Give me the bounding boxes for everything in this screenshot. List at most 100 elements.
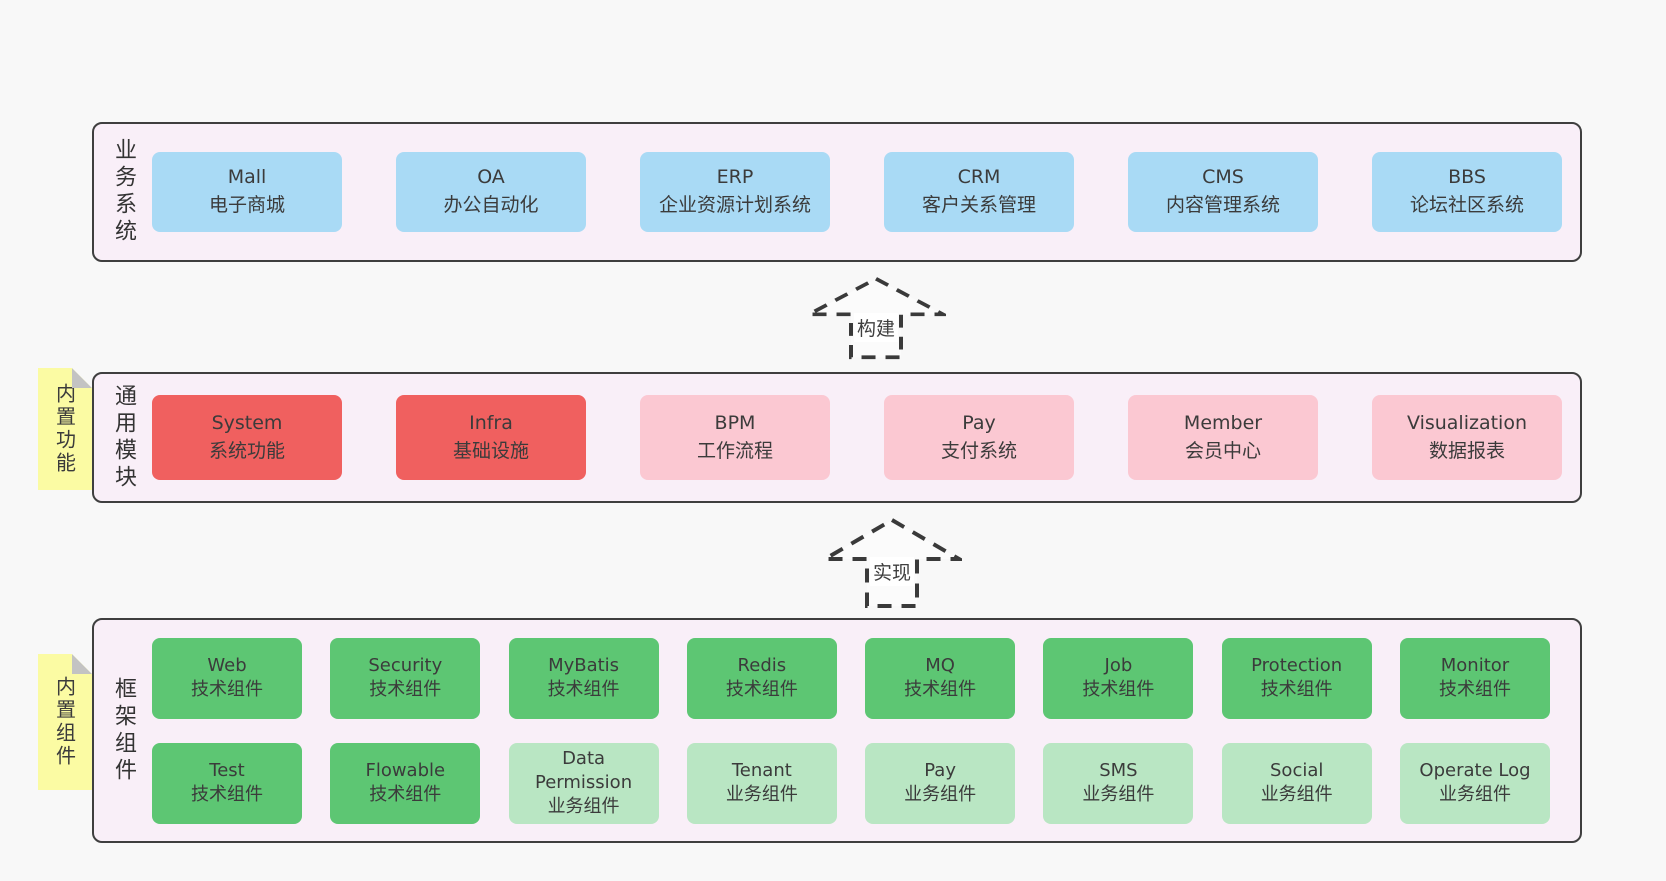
- component-box-pay: Pay 业务组件: [865, 742, 1016, 824]
- sticky-note-built-in-components: 内置组件: [38, 654, 92, 790]
- component-box-redis: Redis 技术组件: [686, 637, 837, 719]
- component-box-monitor: Monitor 技术组件: [1399, 637, 1550, 719]
- box-subtitle: 会员中心: [1184, 439, 1261, 462]
- system-box-oa: OA 办公自动化: [396, 152, 586, 232]
- component-box-data-permission: Data Permission 业务组件: [508, 742, 659, 824]
- box-subtitle: 业务组件: [1082, 784, 1155, 805]
- box-subtitle: 业务组件: [725, 784, 798, 805]
- box-subtitle: 系统功能: [208, 439, 285, 462]
- box-subtitle: 技术组件: [904, 679, 977, 700]
- box-subtitle: 办公自动化: [443, 194, 539, 216]
- box-title: Operate Log: [1419, 759, 1531, 781]
- box-title: ERP: [716, 166, 754, 189]
- section-label: 框架组件: [111, 676, 136, 785]
- sticky-note-built-in-features: 内置功能: [38, 368, 92, 490]
- box-title: SMS: [1099, 759, 1138, 781]
- box-title: Flowable: [365, 759, 446, 781]
- box-title: Data Permission: [535, 747, 633, 793]
- system-box-crm: CRM 客户关系管理: [884, 152, 1074, 232]
- box-title: Pay: [962, 411, 996, 434]
- common-modules-section: 通用模块 System 系统功能 Infra 基础设施 BPM 工作流程: [92, 372, 1582, 503]
- box-title: MQ: [925, 654, 955, 676]
- box-subtitle: 技术组件: [369, 784, 442, 805]
- box-subtitle: 支付系统: [940, 439, 1017, 462]
- box-title: Infra: [469, 411, 513, 434]
- arrow-label: 构建: [853, 312, 899, 342]
- module-box-pay: Pay 支付系统: [884, 395, 1074, 480]
- folded-corner: [72, 654, 92, 674]
- box-subtitle: 技术组件: [1082, 679, 1155, 700]
- component-box-mybatis: MyBatis 技术组件: [508, 637, 659, 719]
- box-subtitle: 业务组件: [1260, 784, 1333, 805]
- box-subtitle: 技术组件: [547, 679, 620, 700]
- box-subtitle: 业务组件: [904, 784, 977, 805]
- box-subtitle: 业务组件: [547, 796, 620, 818]
- system-box-mall: Mall 电子商城: [152, 152, 342, 232]
- box-subtitle: 技术组件: [191, 679, 263, 700]
- component-box-operate-log: Operate Log 业务组件: [1399, 742, 1550, 824]
- box-subtitle: 技术组件: [369, 679, 442, 700]
- component-box-web: Web 技术组件: [152, 637, 302, 719]
- box-title: CRM: [957, 166, 1001, 189]
- up-arrow-implement: 实现: [822, 517, 962, 609]
- box-title: Security: [368, 654, 443, 676]
- framework-rows: Web 技术组件 Security 技术组件 MyBatis 技术组件: [152, 620, 1580, 841]
- section-label: 业务系统: [111, 138, 136, 246]
- box-title: Web: [207, 654, 247, 676]
- box-title: Test: [209, 759, 245, 781]
- box-title: Social: [1270, 759, 1324, 781]
- component-box-social: Social 业务组件: [1221, 742, 1372, 824]
- framework-row-2: Test 技术组件 Flowable 技术组件 Data Permission …: [152, 742, 1550, 824]
- box-title: MyBatis: [548, 654, 620, 676]
- sticky-note-text: 内置功能: [52, 383, 77, 475]
- up-arrow-build: 构建: [806, 276, 946, 360]
- box-subtitle: 业务组件: [1438, 784, 1511, 805]
- component-box-security: Security 技术组件: [330, 637, 481, 719]
- common-modules-boxes: System 系统功能 Infra 基础设施 BPM 工作流程 Pay 支付系统: [152, 374, 1580, 501]
- box-title: Job: [1104, 654, 1133, 676]
- box-subtitle: 企业资源计划系统: [658, 194, 811, 216]
- system-box-erp: ERP 企业资源计划系统: [640, 152, 830, 232]
- system-box-cms: CMS 内容管理系统: [1128, 152, 1318, 232]
- box-title: Monitor: [1440, 654, 1510, 676]
- box-title: Tenant: [731, 759, 792, 781]
- box-title: Protection: [1251, 654, 1343, 676]
- box-title: Mall: [227, 166, 267, 189]
- box-title: System: [211, 411, 283, 434]
- box-subtitle: 内容管理系统: [1165, 194, 1280, 216]
- box-subtitle: 技术组件: [1260, 679, 1333, 700]
- box-title: Redis: [737, 654, 787, 676]
- system-box-bbs: BBS 论坛社区系统: [1372, 152, 1562, 232]
- framework-row-1: Web 技术组件 Security 技术组件 MyBatis 技术组件: [152, 637, 1550, 719]
- framework-components-section: 框架组件 Web 技术组件 Security 技术组件 MyBatis: [92, 618, 1582, 843]
- module-box-infra: Infra 基础设施: [396, 395, 586, 480]
- box-subtitle: 数据报表: [1428, 439, 1505, 462]
- sticky-note-text: 内置组件: [52, 676, 77, 768]
- box-subtitle: 客户关系管理: [921, 194, 1036, 216]
- box-subtitle: 基础设施: [452, 439, 529, 462]
- box-subtitle: 电子商城: [208, 194, 285, 216]
- module-box-bpm: BPM 工作流程: [640, 395, 830, 480]
- section-label: 通用模块: [111, 383, 136, 492]
- folded-corner: [72, 368, 92, 388]
- business-systems-section: 业务系统 Mall 电子商城 OA 办公自动化 ERP 企业资源计划系统: [92, 122, 1582, 262]
- arrow-label: 实现: [869, 557, 915, 587]
- box-subtitle: 论坛社区系统: [1409, 194, 1524, 216]
- box-title: Visualization: [1406, 411, 1527, 434]
- module-box-visualization: Visualization 数据报表: [1372, 395, 1562, 480]
- component-box-mq: MQ 技术组件: [865, 637, 1016, 719]
- component-box-protection: Protection 技术组件: [1221, 637, 1372, 719]
- box-subtitle: 技术组件: [1438, 679, 1511, 700]
- box-title: CMS: [1202, 166, 1244, 189]
- box-title: Member: [1183, 411, 1263, 434]
- component-box-test: Test 技术组件: [152, 742, 302, 824]
- box-title: Pay: [924, 759, 956, 781]
- component-box-tenant: Tenant 业务组件: [686, 742, 837, 824]
- box-title: OA: [477, 166, 505, 189]
- business-systems-boxes: Mall 电子商城 OA 办公自动化 ERP 企业资源计划系统 CRM 客户关系…: [152, 124, 1580, 260]
- box-subtitle: 技术组件: [725, 679, 798, 700]
- component-box-sms: SMS 业务组件: [1043, 742, 1194, 824]
- box-subtitle: 工作流程: [696, 439, 773, 462]
- box-title: BPM: [714, 411, 756, 434]
